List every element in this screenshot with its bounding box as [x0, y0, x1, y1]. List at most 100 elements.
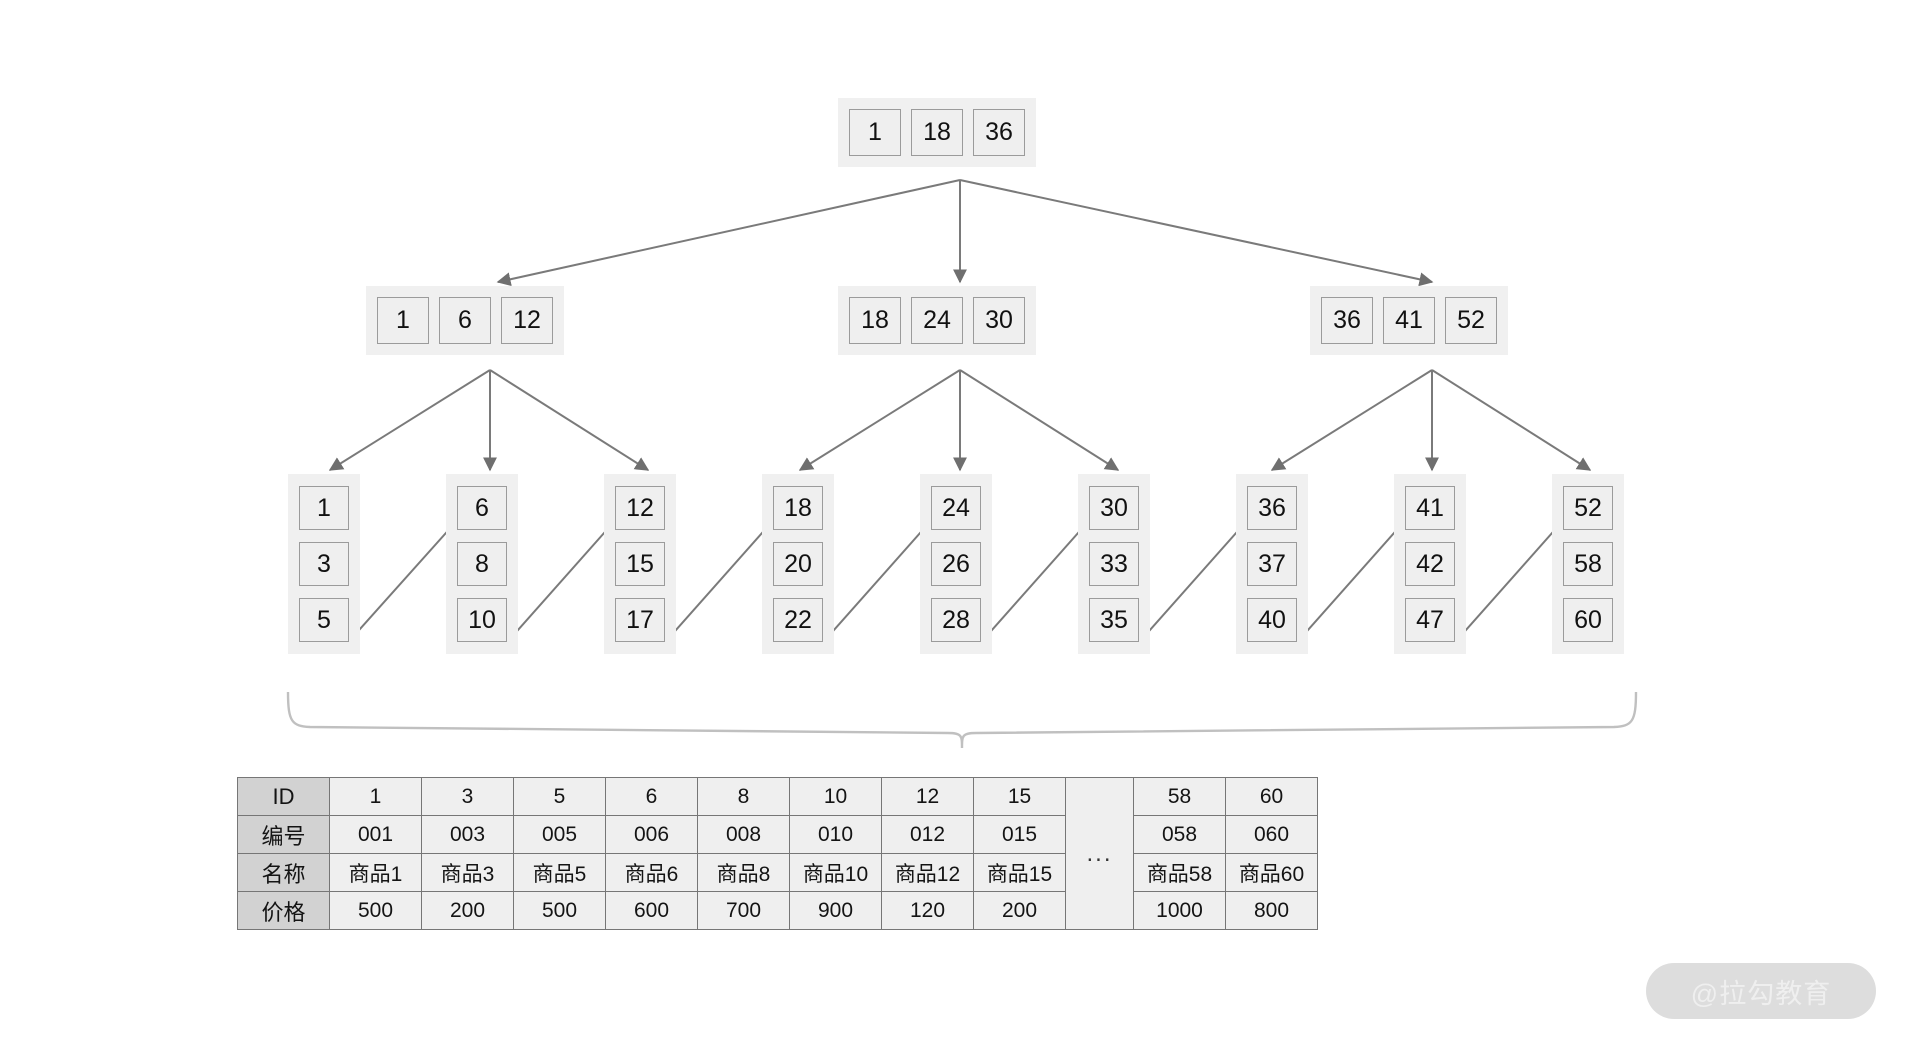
leaf-key-cell[interactable]: 42 [1405, 542, 1455, 586]
internal-node-3[interactable]: 36 41 52 [1310, 286, 1508, 355]
leaf-key-cell[interactable]: 58 [1563, 542, 1613, 586]
leaf-key-cell[interactable]: 37 [1247, 542, 1297, 586]
table-cell: 58 [1133, 777, 1226, 816]
leaf-key-cell[interactable]: 52 [1563, 486, 1613, 530]
leaf-key-cell[interactable]: 30 [1089, 486, 1139, 530]
leaf-key-cell[interactable]: 60 [1563, 598, 1613, 642]
root-key-cell[interactable]: 18 [911, 109, 963, 156]
table-cell: 500 [329, 891, 422, 930]
root-node[interactable]: 1 18 36 [838, 98, 1036, 167]
leaf-key-cell[interactable]: 41 [1405, 486, 1455, 530]
leaf-key-cell[interactable]: 35 [1089, 598, 1139, 642]
internal-key-cell[interactable]: 12 [501, 297, 553, 344]
table-cell: 商品15 [973, 853, 1066, 892]
leaf-key-cell[interactable]: 36 [1247, 486, 1297, 530]
leaf-node-8[interactable]: 41 42 47 [1394, 474, 1466, 654]
root-key-cell[interactable]: 36 [973, 109, 1025, 156]
table-row-header: ID [237, 777, 330, 816]
edge-root-to-internal-3 [959, 179, 1434, 287]
table-cell: 商品1 [329, 853, 422, 892]
leaf-key-cell[interactable]: 40 [1247, 598, 1297, 642]
internal-key-cell[interactable]: 52 [1445, 297, 1497, 344]
edge-leaf-6-to-leaf-7 [1133, 513, 1253, 649]
leaf-key-cell[interactable]: 22 [773, 598, 823, 642]
table-row: ID 1 3 5 6 8 10 12 15 ... 58 60 [237, 777, 1318, 930]
internal-node-1[interactable]: 1 6 12 [366, 286, 564, 355]
table-row-header: 价格 [237, 891, 330, 930]
internal-key-cell[interactable]: 24 [911, 297, 963, 344]
internal-key-cell[interactable]: 6 [439, 297, 491, 344]
edge-leaf-2-to-leaf-3 [501, 513, 621, 649]
leaf-node-7[interactable]: 36 37 40 [1236, 474, 1308, 654]
leaf-key-cell[interactable]: 33 [1089, 542, 1139, 586]
leaf-key-cell[interactable]: 5 [299, 598, 349, 642]
table-cell: 001 [329, 815, 422, 854]
leaf-node-2[interactable]: 6 8 10 [446, 474, 518, 654]
leaf-key-cell[interactable]: 28 [931, 598, 981, 642]
table-row: 编号 001 003 005 006 008 010 012 015 058 0… [237, 815, 1318, 854]
internal-key-cell[interactable]: 18 [849, 297, 901, 344]
internal-node-2[interactable]: 18 24 30 [838, 286, 1036, 355]
table-cell: 商品6 [605, 853, 698, 892]
edge-root-to-internal-1 [496, 179, 961, 287]
leaf-key-cell[interactable]: 26 [931, 542, 981, 586]
internal-key-cell[interactable]: 41 [1383, 297, 1435, 344]
table-cell: 900 [789, 891, 882, 930]
table-cell: 012 [881, 815, 974, 854]
table-cell: 003 [421, 815, 514, 854]
table-cell: 商品12 [881, 853, 974, 892]
leaf-key-cell[interactable]: 24 [931, 486, 981, 530]
table-cell: 商品5 [513, 853, 606, 892]
leaf-key-cell[interactable]: 20 [773, 542, 823, 586]
leaf-key-cell[interactable]: 47 [1405, 598, 1455, 642]
edge-internal-2-to-leaf-6 [959, 369, 1120, 471]
table-cell: 5 [513, 777, 606, 816]
table-cell: 商品3 [421, 853, 514, 892]
table-cell: 006 [605, 815, 698, 854]
edge-internal-1-to-leaf-3 [489, 369, 650, 471]
table-cell: 商品10 [789, 853, 882, 892]
leaf-key-cell[interactable]: 3 [299, 542, 349, 586]
leaf-node-6[interactable]: 30 33 35 [1078, 474, 1150, 654]
table-cell: 800 [1225, 891, 1318, 930]
table-cell: 1000 [1133, 891, 1226, 930]
table-row: 价格 500 200 500 600 700 900 120 200 1000 … [237, 891, 1318, 930]
leaf-key-cell[interactable]: 1 [299, 486, 349, 530]
table-cell: 008 [697, 815, 790, 854]
leaf-node-3[interactable]: 12 15 17 [604, 474, 676, 654]
table-cell: 10 [789, 777, 882, 816]
edge-leaf-3-to-leaf-4 [659, 513, 779, 649]
internal-key-cell[interactable]: 36 [1321, 297, 1373, 344]
leaf-key-cell[interactable]: 15 [615, 542, 665, 586]
edge-internal-1-to-leaf-1 [328, 369, 491, 471]
table-cell: 8 [697, 777, 790, 816]
root-key-cell[interactable]: 1 [849, 109, 901, 156]
table-cell: 15 [973, 777, 1066, 816]
internal-key-cell[interactable]: 30 [973, 297, 1025, 344]
table-cell: 6 [605, 777, 698, 816]
leaf-key-cell[interactable]: 12 [615, 486, 665, 530]
edge-leaf-4-to-leaf-5 [817, 513, 937, 649]
table-cell: 600 [605, 891, 698, 930]
table-row: 名称 商品1 商品3 商品5 商品6 商品8 商品10 商品12 商品15 商品… [237, 853, 1318, 892]
leaf-node-1[interactable]: 1 3 5 [288, 474, 360, 654]
table-cell: 12 [881, 777, 974, 816]
leaf-to-table-brace [286, 691, 1638, 749]
table-cell: 60 [1225, 777, 1318, 816]
table-cell: 200 [973, 891, 1066, 930]
leaf-key-cell[interactable]: 17 [615, 598, 665, 642]
table-cell: 015 [973, 815, 1066, 854]
leaf-key-cell[interactable]: 18 [773, 486, 823, 530]
leaf-key-cell[interactable]: 10 [457, 598, 507, 642]
table-cell: 005 [513, 815, 606, 854]
internal-key-cell[interactable]: 1 [377, 297, 429, 344]
leaf-key-cell[interactable]: 6 [457, 486, 507, 530]
table-cell: 200 [421, 891, 514, 930]
leaf-node-9[interactable]: 52 58 60 [1552, 474, 1624, 654]
leaf-node-5[interactable]: 24 26 28 [920, 474, 992, 654]
leaf-node-4[interactable]: 18 20 22 [762, 474, 834, 654]
leaf-key-cell[interactable]: 8 [457, 542, 507, 586]
table-cell: 120 [881, 891, 974, 930]
table-cell: 商品60 [1225, 853, 1318, 892]
table-cell: 商品8 [697, 853, 790, 892]
